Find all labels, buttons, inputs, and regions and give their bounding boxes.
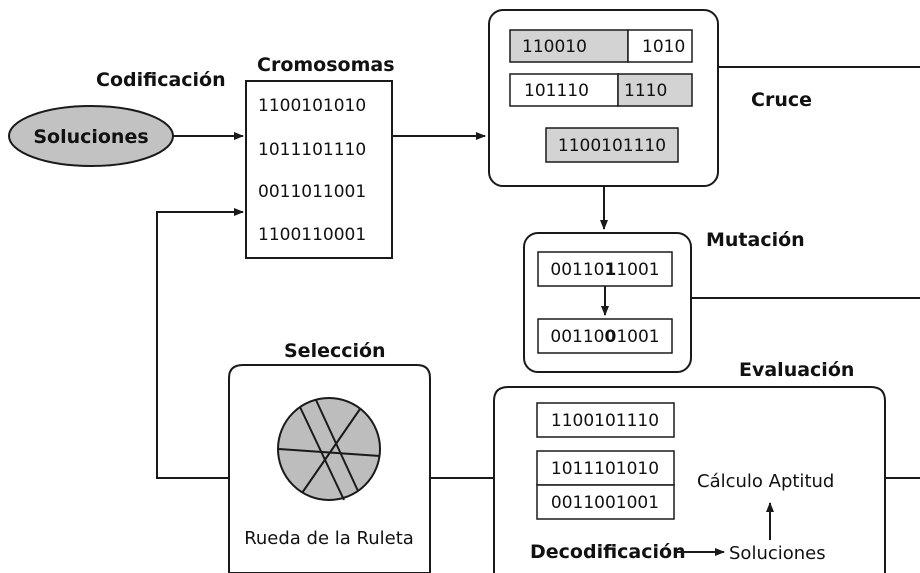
- mutacion-after-box: [537, 318, 673, 354]
- cruce-parent2-b: 1110: [624, 81, 667, 101]
- cruce-parent1-b: 1010: [642, 37, 685, 57]
- eval-string-1-box: [536, 402, 675, 438]
- cruce-parent2-a: 101110: [524, 81, 589, 101]
- chromosome-4: 1100110001: [258, 225, 366, 245]
- cruce-parent1-plain: [627, 29, 693, 63]
- mutacion-before-box: [537, 251, 673, 287]
- feedback-arrow: [156, 208, 244, 479]
- mutacion-before: 0011011001: [550, 260, 659, 280]
- mutacion-label: Mutación: [706, 229, 805, 251]
- cruce-parent1-a: 110010: [522, 37, 587, 57]
- cromosomas-label: Cromosomas: [257, 54, 395, 76]
- eval-string-2-box: [536, 450, 675, 486]
- decodificacion-label: Decodificación: [530, 541, 686, 563]
- chromosome-3: 0011011001: [258, 182, 366, 202]
- roulette-wheel-icon: [277, 397, 381, 501]
- eval-string-2: 1011101010: [551, 459, 659, 479]
- evaluacion-label: Evaluación: [739, 359, 854, 381]
- eval-string-1: 1100101110: [551, 411, 659, 431]
- cruce-label: Cruce: [751, 89, 812, 111]
- seleccion-label: Selección: [284, 340, 386, 362]
- roulette-spoke: [301, 408, 361, 494]
- rueda-label: Rueda de la Ruleta: [244, 528, 414, 549]
- cruce-parent1-shaded: [509, 29, 629, 63]
- mutacion-after: 0011001001: [550, 327, 659, 347]
- codificacion-label: Codificación: [96, 69, 226, 91]
- chromosome-1: 1100101010: [258, 96, 366, 116]
- cruce-child-box: [545, 127, 679, 163]
- cruce-child: 1100101110: [558, 136, 666, 156]
- calculo-aptitud-label: Cálculo Aptitud: [697, 471, 834, 492]
- eval-string-3-box: [536, 484, 675, 520]
- roulette-spoke: [299, 406, 345, 501]
- cromosomas-box: [245, 80, 393, 259]
- soluciones-label: Soluciones: [33, 126, 148, 148]
- cruce-parent2-shaded: [617, 73, 693, 107]
- chromosome-2: 1011101110: [258, 140, 366, 160]
- soluciones-eval-label: Soluciones: [729, 543, 826, 564]
- roulette-spoke: [315, 399, 359, 492]
- eval-string-3: 0011001001: [551, 493, 659, 513]
